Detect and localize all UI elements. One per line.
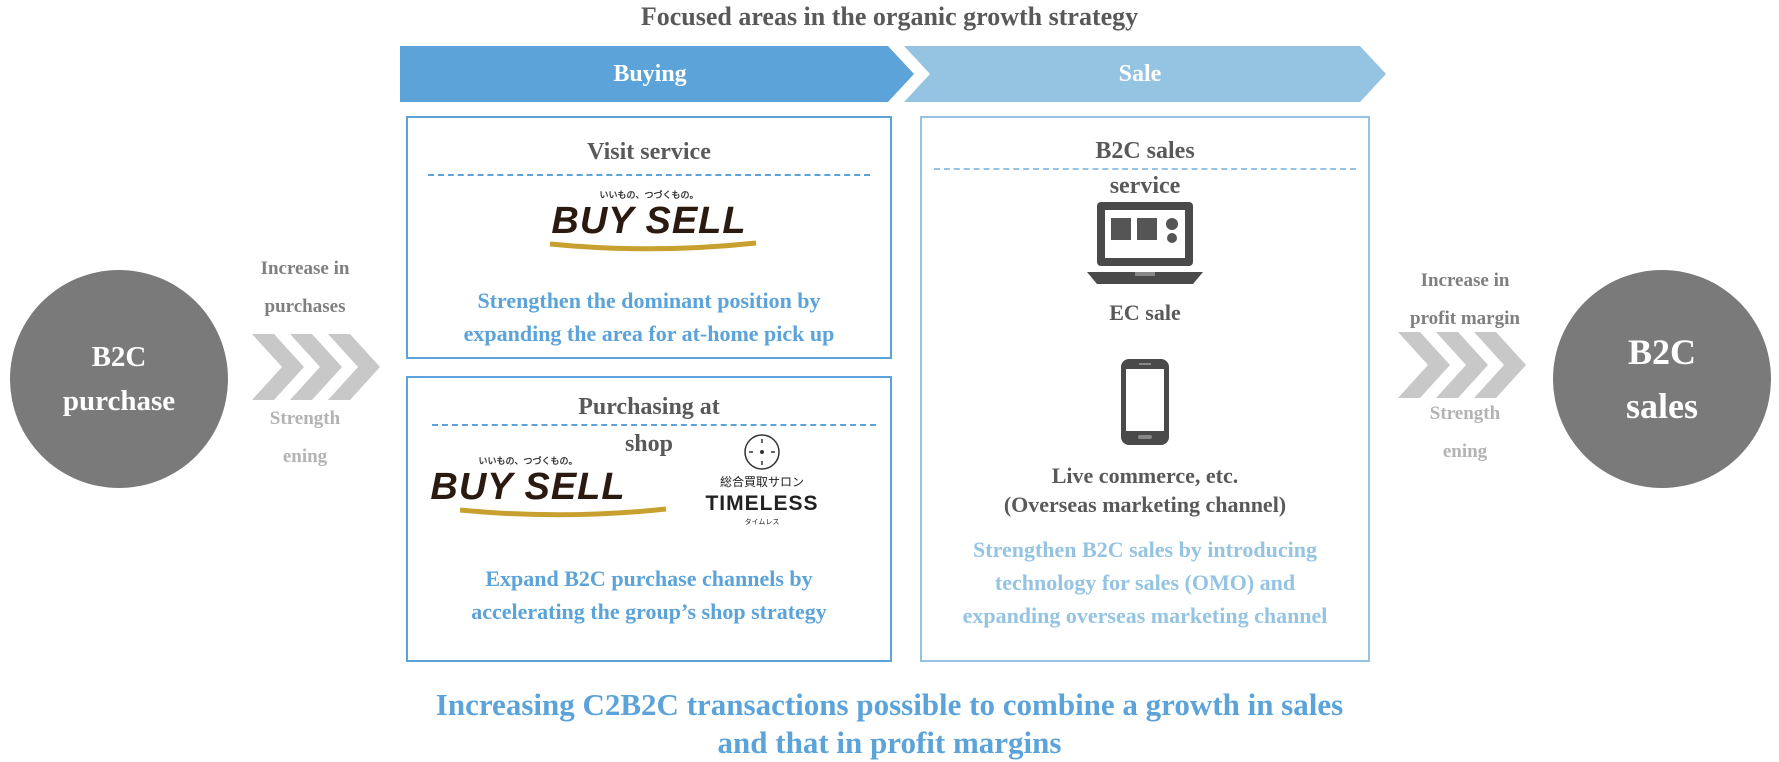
laptop-icon	[1087, 202, 1203, 284]
shop-title-line2: shop	[624, 431, 674, 457]
diagram-title: Focused areas in the organic growth stra…	[640, 2, 1139, 31]
sale-arrow	[904, 46, 1386, 102]
description-line: accelerating the group’s shop strategy	[471, 599, 827, 624]
buying-arrow	[400, 46, 914, 102]
logo-swoosh-icon	[549, 240, 757, 252]
visit-service-box: Visit service いいもの、つづくもの。 BUY SELL Stren…	[406, 116, 892, 359]
b2c-sales-circle: B2C sales	[1553, 270, 1771, 488]
circle-line: B2C	[91, 341, 147, 373]
buysell-logo: いいもの、つづくもの。 BUY SELL	[408, 176, 890, 268]
logo-text: BUY SELL	[551, 200, 747, 242]
header-arrows	[400, 46, 1386, 102]
smartphone-icon	[1121, 359, 1169, 445]
description-line: technology for sales (OMO) and	[994, 570, 1296, 595]
label-line: Strength	[269, 408, 341, 429]
description-line: expanding overseas marketing channel	[962, 603, 1328, 628]
b2c-purchase-circle: B2C purchase	[10, 270, 228, 488]
shop-description: Expand B2C purchase channels by accelera…	[408, 562, 890, 628]
logo-text: BUY SELL	[430, 466, 626, 508]
shop-title: Purchasing at	[408, 388, 890, 426]
logo-tagline: いいもの、つづくもの。	[599, 190, 699, 200]
sales-title-line2: service	[1109, 173, 1181, 199]
sales-description: Strengthen B2C sales by introducing tech…	[922, 533, 1368, 632]
timeless-wordmark: TIMELESS	[705, 492, 819, 515]
timeless-compass-icon	[744, 434, 780, 470]
circle-line: sales	[1626, 386, 1698, 426]
label-line: Strength	[1429, 403, 1501, 424]
purchasing-at-shop-box: Purchasing at shop いいもの、つづくもの。 BUY SELL …	[406, 376, 892, 662]
label-line: Live commerce, etc.	[1051, 463, 1239, 488]
conclusion-text: Increasing C2B2C transactions possible t…	[0, 686, 1779, 762]
timeless-kana: タイムレス	[744, 519, 780, 526]
title-line: Purchasing at	[578, 394, 720, 420]
increase-purchases-label: Increase in purchases	[230, 250, 380, 326]
circle-line: B2C	[1627, 332, 1696, 372]
sale-label: Sale	[1118, 61, 1162, 87]
label-line: Increase in	[1420, 270, 1510, 291]
description-line: Strengthen the dominant position by	[477, 288, 821, 313]
divider	[432, 424, 876, 426]
increase-profit-margin-label: Increase in profit margin	[1390, 262, 1540, 338]
visit-service-description: Strengthen the dominant position by expa…	[408, 284, 890, 350]
chevron-arrows-icon	[252, 334, 380, 400]
strengthening-label-right: Strength ening	[1390, 395, 1540, 471]
sales-title: B2C sales	[1095, 138, 1195, 164]
strengthening-label-left: Strength ening	[230, 400, 380, 476]
description-line: Expand B2C purchase channels by	[485, 566, 813, 591]
logo-tagline: いいもの、つづくもの。	[478, 456, 578, 466]
b2c-sales-service-box: B2C sales service EC sale Live commerce,…	[920, 116, 1370, 662]
buying-label: Buying	[613, 61, 687, 87]
visit-service-title: Visit service	[587, 139, 711, 165]
divider	[428, 174, 870, 176]
divider	[934, 168, 1356, 170]
timeless-subtitle: 総合買取サロン	[719, 475, 804, 489]
logo-swoosh-icon	[459, 506, 667, 518]
circle-line: purchase	[62, 385, 176, 417]
label-line: purchases	[264, 296, 346, 317]
conclusion-line: and that in profit margins	[717, 725, 1062, 760]
label-line: ening	[1442, 441, 1488, 462]
label-line: profit margin	[1410, 308, 1520, 329]
live-commerce-label: Live commerce, etc. (Overseas marketing …	[922, 461, 1368, 519]
conclusion-line: Increasing C2B2C transactions possible t…	[435, 687, 1344, 722]
description-line: expanding the area for at-home pick up	[463, 321, 835, 346]
timeless-logo: 総合買取サロン TIMELESS タイムレス	[702, 474, 822, 527]
shop-logos: いいもの、つづくもの。 BUY SELL 総合買取サロン TIMELESS タイ…	[408, 434, 890, 554]
description-line: Strengthen B2C sales by introducing	[973, 537, 1317, 562]
chevron-arrows-icon	[1398, 332, 1526, 398]
label-line: (Overseas marketing channel)	[1003, 492, 1287, 517]
label-line: ening	[282, 446, 328, 467]
ec-sale-label: EC sale	[1109, 300, 1181, 325]
label-line: Increase in	[260, 258, 350, 279]
